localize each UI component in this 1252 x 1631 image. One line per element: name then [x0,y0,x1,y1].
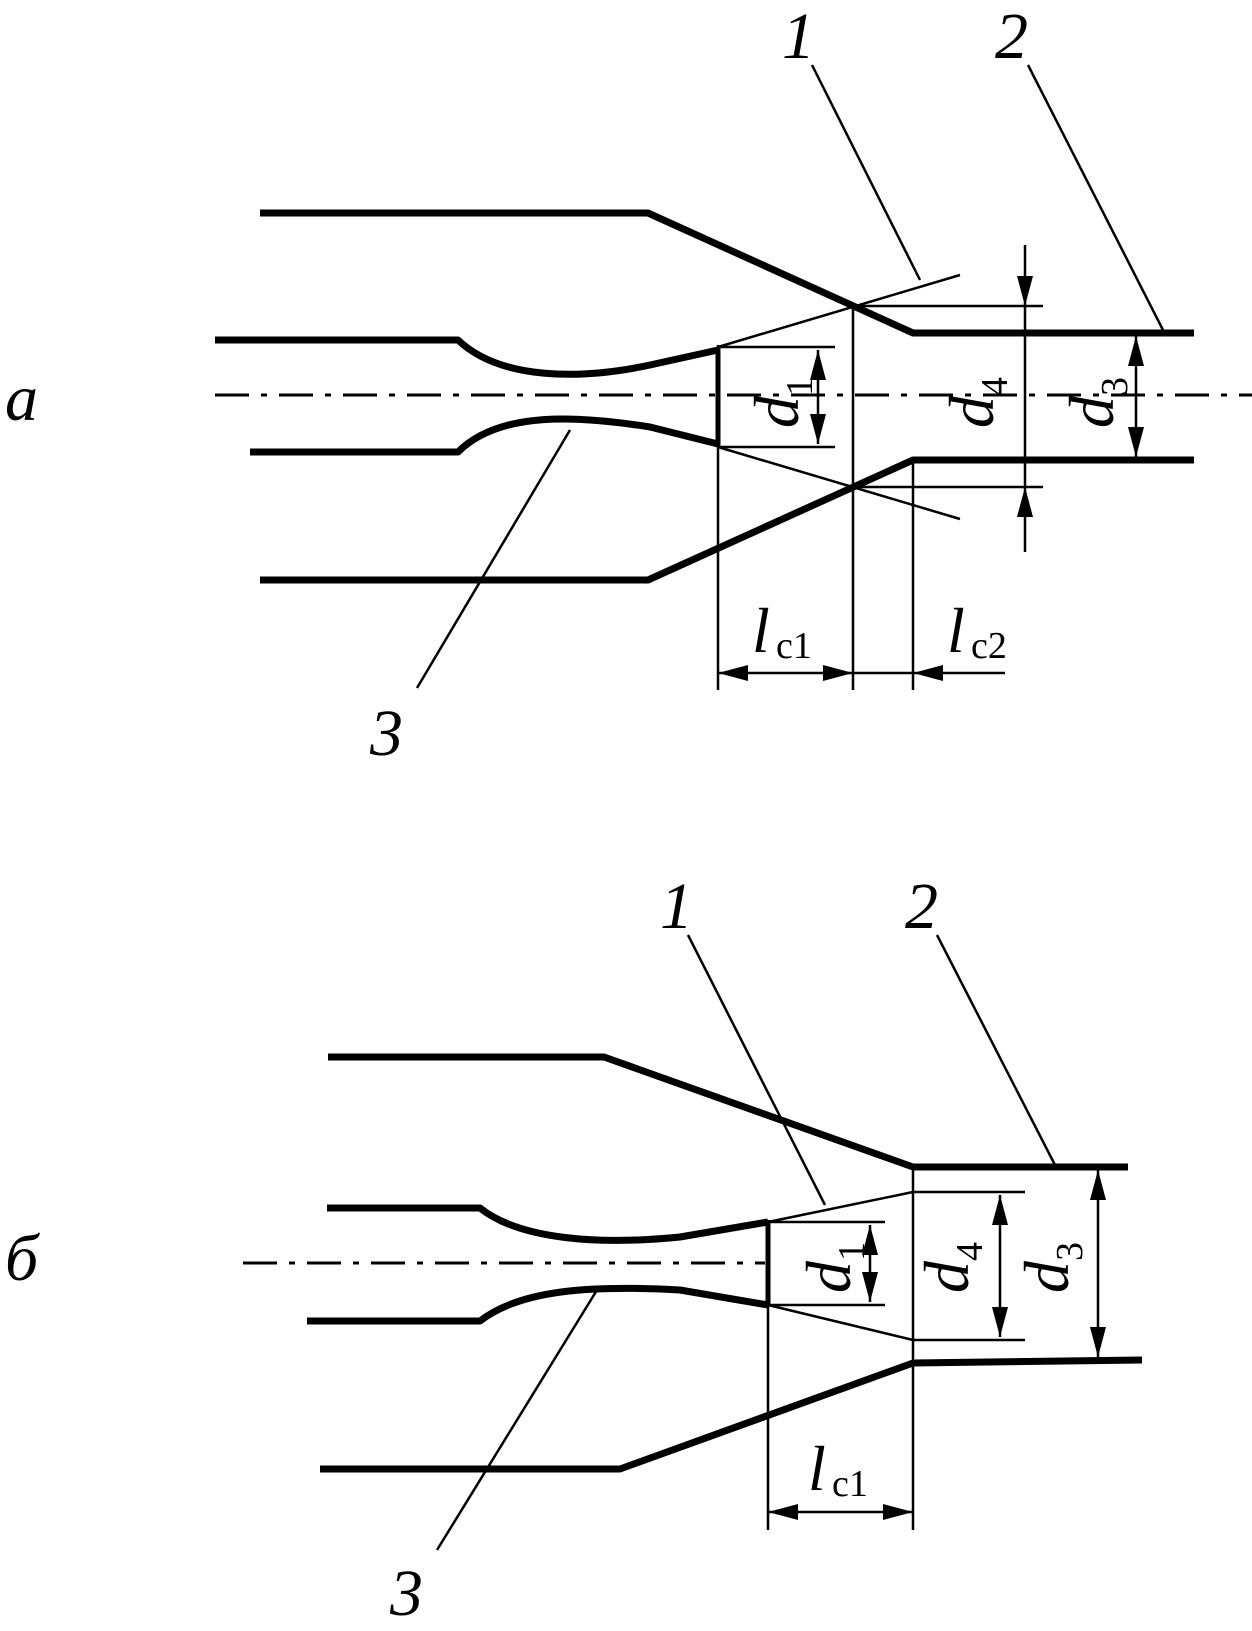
svg-text:d: d [936,395,1007,428]
svg-text:4: 4 [974,377,1016,396]
svg-text:1: 1 [779,377,821,396]
figure-b-callout-3: 3 [389,1557,423,1626]
figure-b-callout-3-leader [435,1289,599,1551]
svg-text:l: l [752,595,770,666]
figure-a-jet-boundary-bottom [717,445,961,521]
svg-text:3: 3 [1094,377,1136,396]
figure-a-outer-nozzle-bottom [260,456,1194,584]
figure-b-jet-boundary-top [767,1190,914,1224]
figure-a-label: а [5,362,38,435]
figure-a-jet-boundary-top [717,273,961,349]
figure-b-d4-label: d 4 [911,1242,991,1293]
svg-text:c1: c1 [832,1463,868,1505]
svg-text:l: l [808,1433,826,1504]
figure-a-callout-2-leader [1026,64,1165,331]
svg-text:c1: c1 [776,625,812,667]
svg-text:4: 4 [949,1242,991,1261]
svg-text:1: 1 [831,1242,873,1261]
figure-b-d3-label: d 3 [1011,1242,1091,1293]
figure-b-callout-1-leader [686,934,827,1206]
svg-text:d: d [911,1260,982,1293]
svg-text:d: d [1011,1260,1082,1293]
figure-b-callout-1: 1 [660,870,693,943]
figure-a-lc2-label: l c2 [947,595,1007,667]
figure-a-callout-1: 1 [782,0,815,73]
figure-a-callout-2: 2 [995,0,1028,73]
svg-text:d: d [1056,395,1127,428]
figure-b-callout-2-leader [935,934,1057,1166]
figure-b-jet-boundary-bottom [767,1303,914,1342]
figure-a-inner-nozzle-bottom [250,415,719,456]
figure-a-inner-nozzle-top [215,336,719,378]
figure-a-callout-1-leader [810,64,922,281]
figure-a-d4-label: d 4 [936,377,1016,428]
figure-a-callout-3: 3 [369,697,403,770]
figure-b-lc1-label: l c1 [808,1433,868,1505]
figure-b-outer-nozzle-top [328,1053,1128,1171]
svg-text:l: l [947,595,965,666]
svg-text:d: d [741,395,812,428]
svg-text:c2: c2 [971,625,1007,667]
svg-text:d: d [793,1260,864,1293]
figure-b-outer-nozzle-bottom [320,1356,1143,1473]
figure-b-label: б [5,1222,40,1295]
svg-text:3: 3 [1049,1242,1091,1261]
figure-b: б d 1 d 4 d [5,870,1143,1630]
figure-b-inner-nozzle-top [327,1204,769,1244]
figure-b-inner-nozzle-bottom [307,1284,769,1325]
figure-b-callout-2: 2 [905,870,938,943]
figure-a-d3-label: d 3 [1056,377,1136,428]
figure-a: а d 1 d 4 [5,0,1252,770]
figure-a-outer-nozzle-top [260,209,1194,337]
figure-b-d1-label: d 1 [793,1242,873,1293]
figure-a-callout-3-leader [415,429,572,689]
figure-a-lc1-label: l c1 [752,595,812,667]
figure-a-d1-label: d 1 [741,377,821,428]
